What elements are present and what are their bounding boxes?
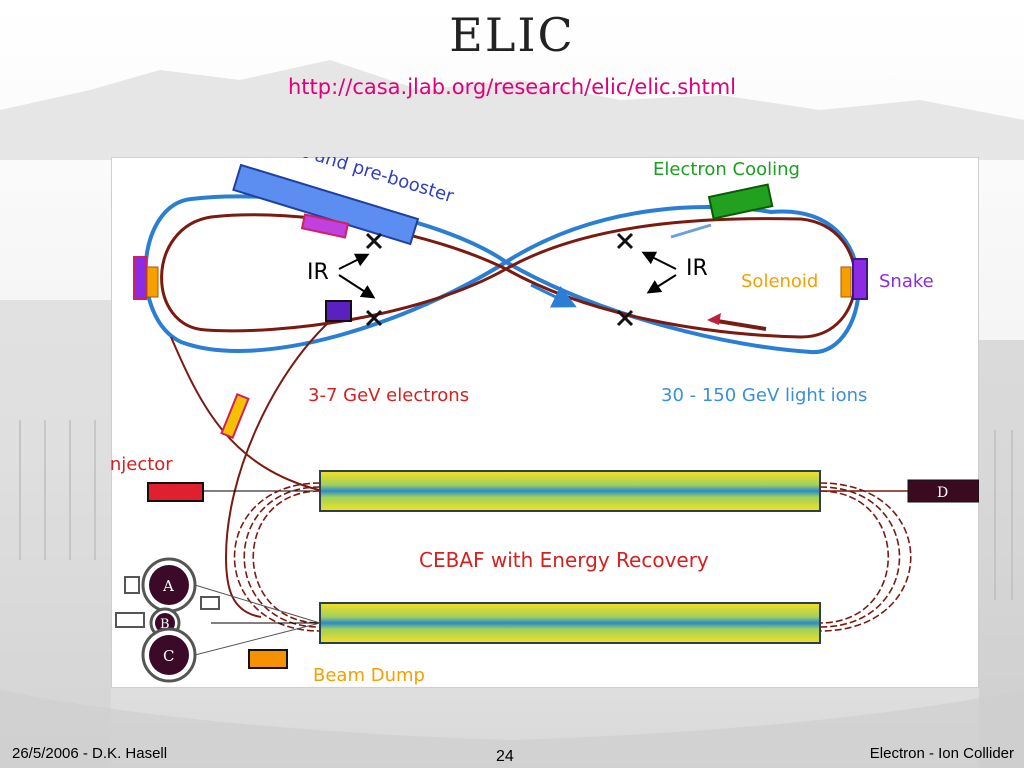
ip-cross <box>365 232 634 327</box>
right-snake <box>852 258 868 300</box>
cebaf-linac-top <box>319 470 821 512</box>
electron-cooling <box>707 183 774 220</box>
dump-d-label: D <box>937 485 948 501</box>
solenoid-label: Solenoid <box>741 271 818 292</box>
diagram-panel <box>111 157 979 688</box>
beam-dump-label: Beam Dump <box>313 665 425 686</box>
electron-ring <box>160 213 857 339</box>
beam-dump <box>248 649 288 669</box>
left-solenoid <box>146 266 159 298</box>
elic-diagram: Ion Linac and pre-booster Electron Cooli… <box>111 157 979 686</box>
ir-left-label: IR <box>307 260 329 285</box>
electrons-energy-label: 3-7 GeV electrons <box>308 385 469 406</box>
ions-energy-label: 30 - 150 GeV light ions <box>661 385 867 406</box>
elic-url-link[interactable]: http://casa.jlab.org/research/elic/elic.… <box>287 75 736 99</box>
snake-label: Snake <box>879 271 934 292</box>
hall-c-label: C <box>163 647 174 665</box>
experimental-halls <box>115 557 321 683</box>
transfer-magnet <box>220 392 250 440</box>
pre-booster-marker <box>300 213 350 239</box>
cebaf-label: CEBAF with Energy Recovery <box>419 548 709 572</box>
right-solenoid <box>840 266 852 298</box>
footer-topic: Electron - Ion Collider <box>869 745 1014 762</box>
left-snake <box>133 256 147 300</box>
electron-injector-label: Electron Injector <box>111 454 173 475</box>
hall-b-label: B <box>160 617 170 632</box>
ir-right-label: IR <box>686 256 708 281</box>
ion-linac <box>232 163 420 246</box>
electron-injector <box>147 482 204 502</box>
electron-cooling-label: Electron Cooling <box>653 159 800 180</box>
page-number: 24 <box>496 748 514 765</box>
footer-author-date: 26/5/2006 - D.K. Hasell <box>12 745 168 762</box>
injection-box <box>325 300 352 322</box>
hall-a-label: A <box>162 577 174 595</box>
ion-ring <box>143 194 861 355</box>
dump-d <box>907 479 979 503</box>
cebaf-linac-bottom <box>319 602 821 644</box>
recirculation-arcs <box>233 482 912 632</box>
slide-title: ELIC <box>449 8 575 62</box>
